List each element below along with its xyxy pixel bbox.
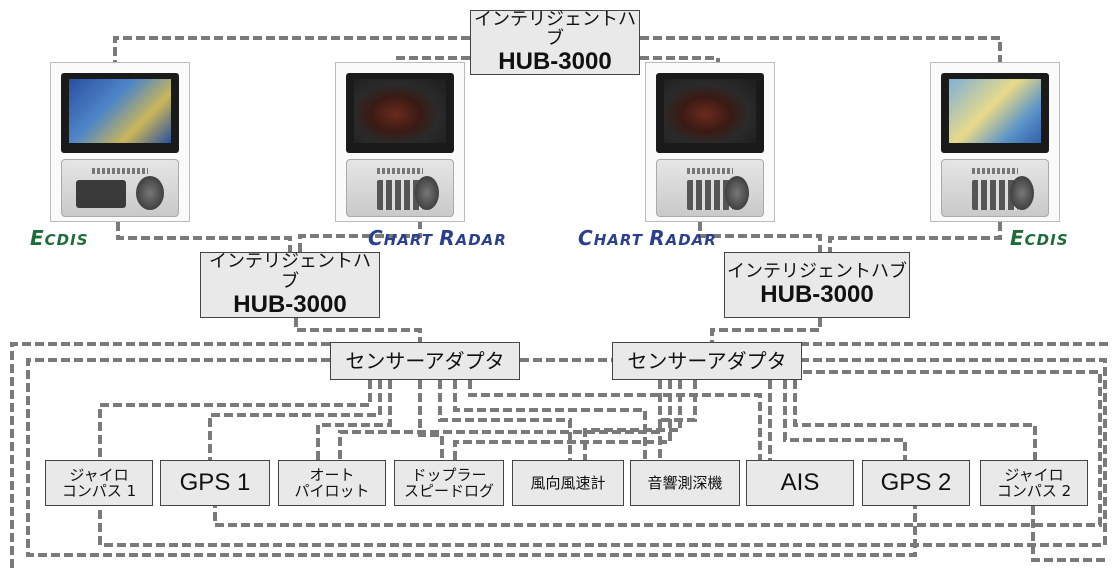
sensor-gps-2: GPS 2 (862, 460, 970, 506)
wire-ecdis-left-lefthub (116, 222, 292, 252)
wire-ra-gps2 (783, 380, 907, 460)
console-display (656, 73, 764, 153)
sensor-label-line1: 風向風速計 (530, 473, 606, 492)
wire-lefthub-leftadapter (294, 318, 422, 345)
console-control-panel (61, 159, 179, 217)
speaker-grille (687, 168, 733, 174)
sensor-label-line2: コンパス 2 (996, 482, 1072, 500)
sensor-label-line2: スピードログ (403, 482, 494, 500)
sensor-label-line1: ドップラー (411, 465, 487, 484)
sensor-adapter-left: センサーアダプタ (330, 342, 520, 380)
control-knob (136, 176, 164, 210)
adapter-label: センサーアダプタ (627, 349, 787, 373)
hub-model: HUB-3000 (498, 48, 612, 76)
radar-console-right (645, 62, 775, 222)
wire-righthub-rightadapter (710, 318, 822, 345)
wire-radar-right-righthub (698, 222, 822, 252)
chart-radar-label-right: CHART RADAR (578, 226, 717, 250)
wire-la-gyro1 (98, 380, 372, 460)
console-control-panel (346, 159, 454, 217)
sensor-autopilot: オート パイロット (278, 460, 386, 506)
hub-model: HUB-3000 (760, 280, 874, 308)
ecdis-label-left: ECDIS (30, 226, 89, 250)
wire-la-doppler (418, 380, 444, 460)
console-display (61, 73, 179, 153)
adapter-label: センサーアダプタ (345, 349, 505, 373)
wire-ra-gyro2 (793, 380, 1037, 460)
speaker-grille (377, 168, 423, 174)
sensor-gyro-compass-1: ジャイロ コンパス 1 (45, 460, 153, 506)
wire-la-wind (438, 380, 572, 460)
wire-ra-sonar (658, 380, 697, 460)
wire-tophub-ecdis-left (113, 36, 470, 70)
sensor-doppler-speed-log: ドップラー スピードログ (394, 460, 504, 506)
control-knob (1010, 176, 1034, 210)
ecdis-chart-screen (949, 79, 1041, 143)
wire-tophub-ecdis-right (640, 36, 1002, 70)
sensor-label-line1: ジャイロ (69, 465, 129, 484)
sensor-adapter-right: センサーアダプタ (612, 342, 802, 380)
ecdis-console-right (930, 62, 1060, 222)
sensor-label-line1: GPS 2 (880, 468, 952, 496)
radar-sweep-screen (664, 79, 756, 143)
wire-left-outer-1 (10, 342, 330, 569)
console-control-panel (941, 159, 1049, 217)
wire-right-outer-2 (98, 358, 1107, 547)
ecdis-chart-screen (69, 79, 171, 143)
sensor-label-line1: 音響測深機 (647, 473, 723, 492)
wire-la-ais (468, 380, 762, 460)
sensor-label-line1: オート (309, 465, 355, 484)
hub-name: インテリジェントハブ (727, 260, 907, 282)
sensor-label-line2: コンパス 1 (61, 482, 137, 500)
wire-right-outer-4 (1031, 505, 1105, 562)
wire-ra-doppler (453, 380, 672, 460)
sensor-label-line1: AIS (780, 468, 820, 496)
radar-sweep-screen (354, 79, 446, 143)
wire-left-outer-2 (26, 358, 917, 557)
sensor-ais: AIS (746, 460, 854, 506)
sensor-label-line1: GPS 1 (179, 468, 251, 496)
wire-la-gps1 (208, 380, 382, 460)
sensor-gyro-compass-2: ジャイロ コンパス 2 (980, 460, 1088, 506)
control-knob (725, 176, 749, 210)
radar-console-left (335, 62, 465, 222)
speaker-grille (92, 168, 148, 174)
sensor-label-line1: ジャイロ (1004, 465, 1064, 484)
intelligent-hub-right: インテリジェントハブ HUB-3000 (724, 252, 910, 318)
trackball-keypad (76, 180, 126, 208)
wire-ecdis-right-righthub (828, 222, 1002, 252)
chart-radar-label-left: CHART RADAR (368, 226, 507, 250)
sensor-gps-1: GPS 1 (160, 460, 270, 506)
sensor-anemometer: 風向風速計 (512, 460, 624, 506)
console-display (346, 73, 454, 153)
intelligent-hub-left: インテリジェントハブ HUB-3000 (200, 252, 380, 318)
intelligent-hub-top: インテリジェントハブ HUB-3000 (470, 8, 640, 76)
wire-ra-autopilot (338, 380, 662, 460)
wire-la-autopilot (316, 380, 392, 460)
hub-name: インテリジェントハブ (209, 251, 371, 292)
speaker-grille (972, 168, 1018, 174)
hub-model: HUB-3000 (233, 290, 347, 318)
wire-la-sonar (453, 380, 647, 460)
ecdis-console-left (50, 62, 190, 222)
wire-ra-wind (583, 380, 682, 460)
ecdis-label-right: ECDIS (1010, 226, 1069, 250)
wire-right-outer-3 (213, 370, 1102, 527)
control-knob (415, 176, 439, 210)
hub-name: インテリジェントハブ (474, 8, 636, 50)
sensor-label-line2: パイロット (294, 482, 370, 500)
console-display (941, 73, 1049, 153)
wire-radar-left-lefthub (298, 220, 422, 252)
console-control-panel (656, 159, 764, 217)
sensor-echo-sounder: 音響測深機 (630, 460, 740, 506)
